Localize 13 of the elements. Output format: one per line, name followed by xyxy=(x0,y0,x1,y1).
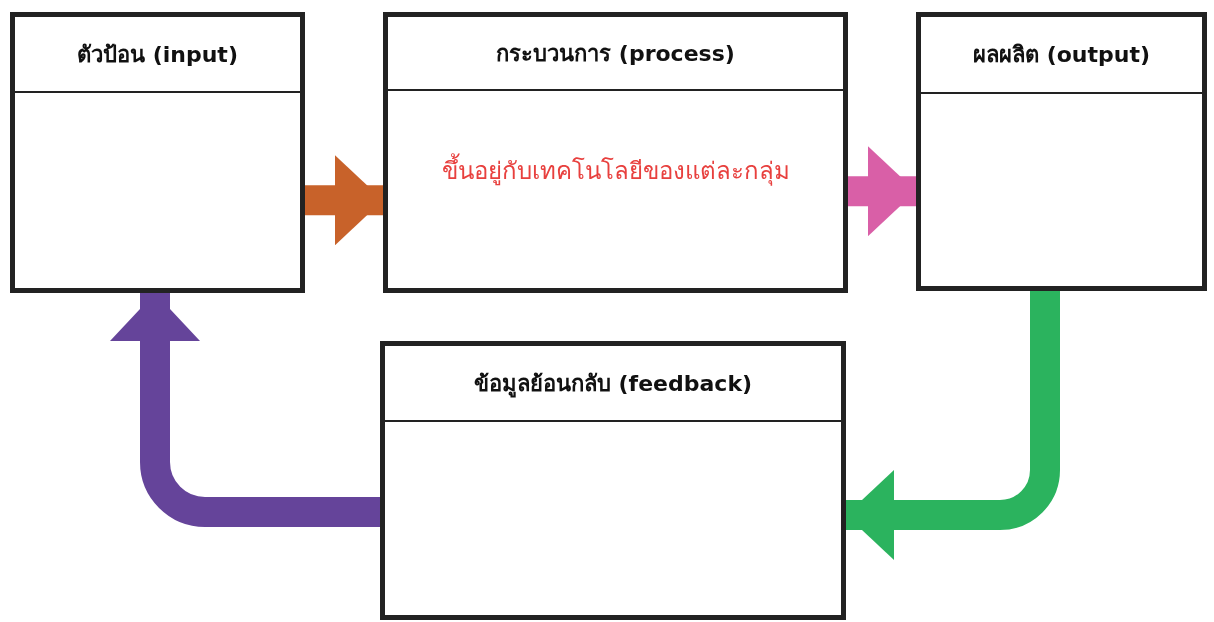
process-box xyxy=(10,12,305,293)
arrow xyxy=(110,293,380,527)
box-heading: ข้อมูลย้อนกลับ (feedback) xyxy=(473,369,753,400)
arrow xyxy=(846,291,1060,560)
process-box xyxy=(916,12,1207,291)
box-description: ขึ้นอยู่กับเทคโนโลยีของแต่ละกลุ่ม xyxy=(441,151,790,288)
arrow xyxy=(305,155,383,246)
process-box xyxy=(383,12,848,293)
arrow xyxy=(848,146,916,237)
box-heading: กระบวนการ (process) xyxy=(496,39,735,68)
box-heading: ผลผลิต (output) xyxy=(973,41,1150,69)
box-heading: ตัวป้อน (input) xyxy=(77,40,238,69)
process-box xyxy=(380,341,846,620)
